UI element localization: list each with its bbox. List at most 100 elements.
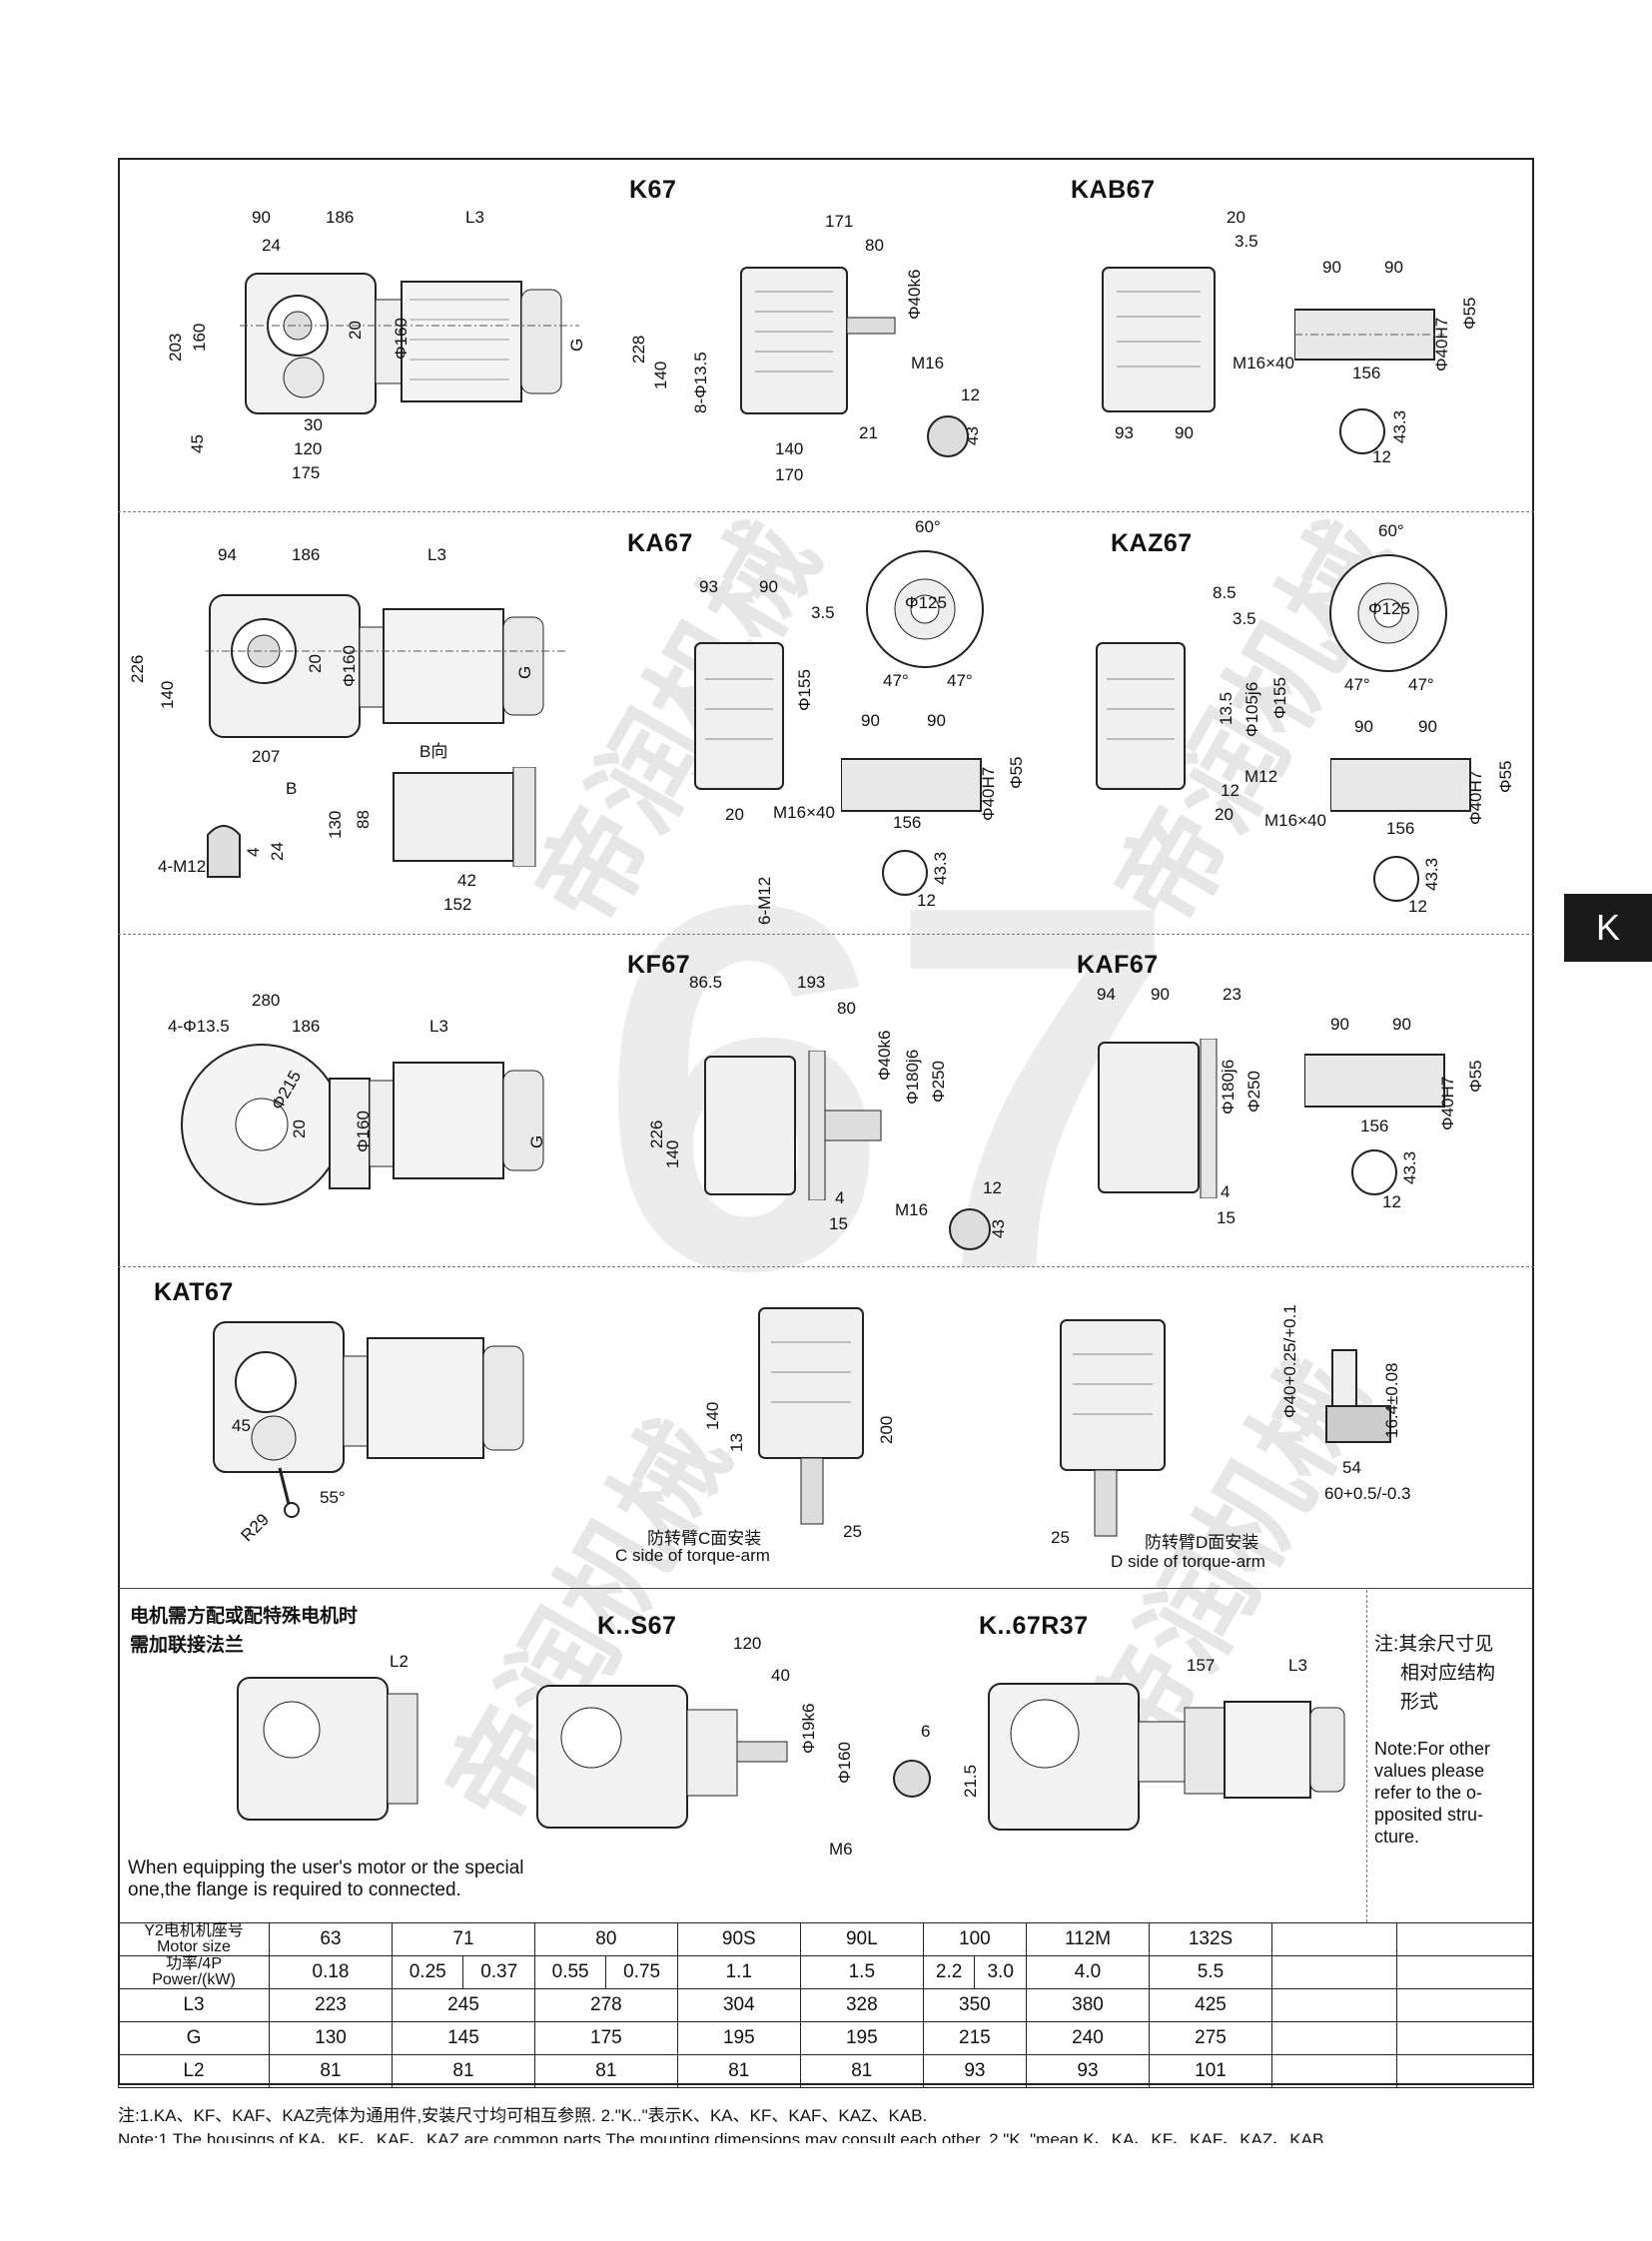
kaf67-side-drawing <box>1095 1038 1244 1199</box>
kaz-dim-phi55: Φ55 <box>1496 760 1515 793</box>
motor-size-cell: 90L <box>799 1922 924 1956</box>
power-cell: 1.1 <box>676 1955 801 1989</box>
k67-dim-175: 175 <box>292 463 321 482</box>
value-cell: 425 <box>1149 1988 1272 2022</box>
ka67-dim-140: 140 <box>158 680 177 709</box>
kaside-dim-93: 93 <box>699 577 718 596</box>
k67side-dim-228: 228 <box>629 335 648 364</box>
k67-key-section <box>923 411 973 461</box>
kaside-dim-156: 156 <box>893 813 922 832</box>
kat67-dim-25b: 25 <box>1051 1528 1070 1547</box>
value-cell: 175 <box>533 2021 678 2055</box>
motor-size-label-cn: Y2电机机座号 <box>144 1922 244 1939</box>
power-cell: 1.5 <box>799 1955 924 1989</box>
note-cn-line1: 注:其余尺寸见 <box>1374 1634 1494 1655</box>
table-row-g: G 130 145 175 195 195 215 240 275 <box>118 2021 1534 2055</box>
kaside-dim-12: 12 <box>917 891 936 910</box>
motor-size-label-en: Motor size <box>157 1938 231 1955</box>
ka67-key-section <box>877 845 933 901</box>
k67-dim-l3: L3 <box>465 208 484 227</box>
ka67-side-drawing <box>691 639 791 795</box>
r37-dim-157: 157 <box>1187 1656 1216 1675</box>
bottom-note-cn: 注:其余尺寸见 相对应结构 形式 <box>1374 1630 1495 1717</box>
kaside-dim-20: 20 <box>725 805 744 824</box>
k67side-dim-171: 171 <box>825 212 854 231</box>
kaf67-title: KAF67 <box>1077 951 1159 979</box>
row-label: G <box>118 2021 270 2055</box>
kab67-dim-90c: 90 <box>1175 423 1194 442</box>
kaf67-key-section <box>1346 1144 1402 1200</box>
k67side-dim-21: 21 <box>859 423 878 442</box>
ks67-key-section <box>889 1756 935 1802</box>
kat67-dim-200: 200 <box>877 1415 896 1444</box>
kaf67-dim-94: 94 <box>1097 985 1116 1004</box>
kaz-dim-20: 20 <box>1215 805 1234 824</box>
kf67-dim-phi160: Φ160 <box>354 1111 373 1152</box>
kat67-dim-13: 13 <box>727 1433 746 1452</box>
section-divider <box>118 934 1534 935</box>
kaside-dim-47a: 47° <box>883 671 909 690</box>
value-cell: 81 <box>392 2054 535 2088</box>
kaside-dim-47b: 47° <box>947 671 973 690</box>
ka67-flange-drawing <box>861 539 989 679</box>
kaf67-dim-12: 12 <box>1382 1192 1401 1211</box>
kaf67-dim-4: 4 <box>1221 1182 1231 1201</box>
flange-intro-en-line2: one,the flange is required to connected. <box>128 1879 461 1900</box>
value-cell: 81 <box>533 2054 678 2088</box>
kaz-dim-47a: 47° <box>1344 675 1370 694</box>
empty-cell <box>1271 1955 1397 1989</box>
k67r37-title: K..67R37 <box>979 1612 1089 1640</box>
kat67-dim-54: 54 <box>1342 1458 1361 1477</box>
value-cell: 101 <box>1149 2054 1272 2088</box>
kab67-dim-12: 12 <box>1372 447 1391 466</box>
kat67-dim-45: 45 <box>232 1416 251 1435</box>
kaz-dim-12: 12 <box>1221 781 1239 800</box>
kab67-title: KAB67 <box>1071 176 1156 204</box>
kaz67-side-drawing <box>1093 639 1193 795</box>
footnote-en: Note:1.The housings of KA、KF、KAF、KAZ are… <box>118 2130 1329 2143</box>
motor-size-cell: 90S <box>676 1922 801 1956</box>
note-en-line2: values please <box>1374 1761 1485 1781</box>
ks67-title: K..S67 <box>597 1612 677 1640</box>
k67-dim-186: 186 <box>326 208 355 227</box>
motor-size-cell: 132S <box>1149 1922 1272 1956</box>
kaz-dim-60: 60° <box>1378 521 1404 540</box>
kaside-dim-6m12: 6-M12 <box>755 876 774 925</box>
value-cell: 240 <box>1026 2021 1150 2055</box>
flange-intro-en-line1: When equipping the user's motor or the s… <box>128 1858 524 1878</box>
ks67-dim-m6: M6 <box>829 1840 853 1859</box>
kaf67-dim-90a: 90 <box>1330 1015 1349 1034</box>
ka67-dim-88: 88 <box>354 810 373 829</box>
empty-cell <box>1271 1988 1397 2022</box>
r37-dim-l3: L3 <box>1288 1656 1307 1675</box>
k67-dim-203: 203 <box>166 333 185 362</box>
kaf67-dim-phi40h7: Φ40H7 <box>1438 1076 1457 1130</box>
k67-title: K67 <box>629 176 677 204</box>
ka67-front-drawing <box>206 591 565 741</box>
value-cell: 380 <box>1026 1988 1150 2022</box>
kab67-key-section <box>1334 403 1390 459</box>
ka67-dim-l3: L3 <box>427 545 446 564</box>
power-cell: 0.55 <box>533 1955 607 1989</box>
ka67-dim-phi160: Φ160 <box>340 645 359 687</box>
kf67-side-drawing <box>699 1050 899 1201</box>
kf67-dim-86p5: 86.5 <box>689 973 723 992</box>
empty-cell <box>1396 2021 1534 2055</box>
kf67-dim-280: 280 <box>252 991 281 1010</box>
kaz-dim-3p5: 3.5 <box>1233 609 1256 628</box>
kf67-dim-phi180: Φ180j6 <box>903 1049 922 1105</box>
flange-intro-cn-line2: 需加联接法兰 <box>130 1635 245 1656</box>
value-cell: 350 <box>922 1988 1028 2022</box>
kat67-dim-16p4: 16.4±0.08 <box>1382 1362 1401 1438</box>
ka67-bview-drawing <box>390 766 539 868</box>
ka67-dim-4m12: 4-M12 <box>158 857 207 876</box>
kaz-dim-12b: 12 <box>1408 897 1427 916</box>
k67side-dim-80: 80 <box>865 236 884 255</box>
ks67-drawing <box>533 1682 803 1832</box>
note-cn-line3: 形式 <box>1400 1692 1439 1713</box>
kaz67-shaft-drawing <box>1329 751 1480 819</box>
kaz-dim-43p3: 43.3 <box>1422 857 1441 891</box>
note-en-line3: refer to the o- <box>1374 1783 1483 1803</box>
kf67-dim-phi40k6: Φ40k6 <box>875 1030 894 1081</box>
